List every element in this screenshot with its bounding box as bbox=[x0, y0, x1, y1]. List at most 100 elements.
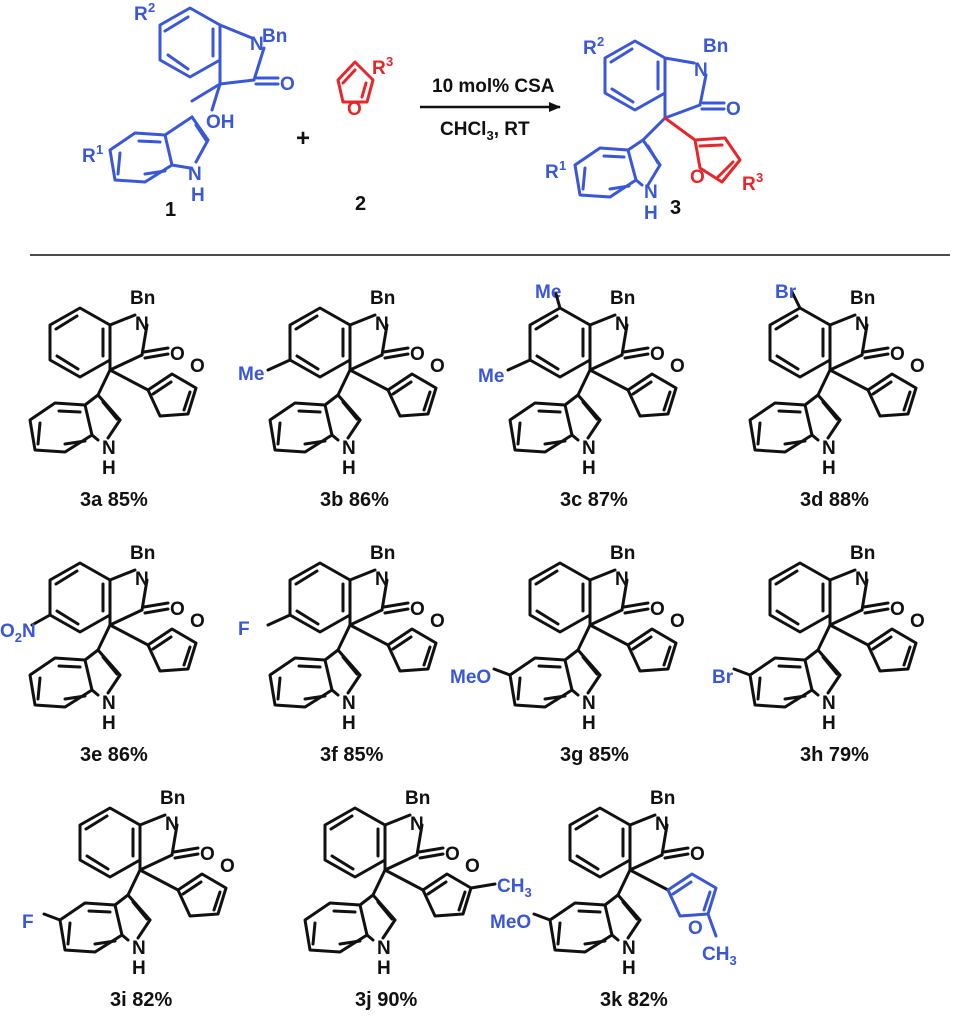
compound-caption: 3h 79% bbox=[800, 744, 869, 766]
methyl-label: CH3 bbox=[497, 876, 532, 900]
substituent-label: Br bbox=[775, 282, 797, 303]
compound-caption: 3k 82% bbox=[600, 989, 668, 1011]
indole-n-label: N bbox=[377, 938, 391, 959]
product-number: 3 bbox=[670, 197, 681, 219]
reactant-1: R 2 N Bn O OH R 1 N H 1 bbox=[82, 0, 295, 221]
indole-h-label: H bbox=[342, 458, 356, 479]
oxindole-n-label: N bbox=[375, 314, 389, 335]
benzyl-label: Bn bbox=[262, 26, 287, 47]
product-carbonyl-o: O bbox=[726, 99, 741, 120]
carbonyl-o-label: O bbox=[890, 599, 905, 620]
indole-n-label: N bbox=[582, 438, 596, 459]
product-r3-superscript: 3 bbox=[756, 170, 763, 185]
indole-n-label: N bbox=[188, 164, 202, 185]
furan-o-label: O bbox=[670, 611, 685, 632]
substituent-label: MeO bbox=[450, 667, 491, 688]
compound-caption: 3d 88% bbox=[800, 489, 869, 511]
compound-caption: 3i 82% bbox=[110, 989, 172, 1011]
product-r3-label: R bbox=[742, 174, 756, 195]
reaction-conditions: 10 mol% CSA CHCl3, RT bbox=[420, 76, 561, 143]
furan-o-label: O bbox=[347, 99, 362, 120]
product-r2-superscript: 2 bbox=[597, 34, 604, 49]
r3-label: R bbox=[372, 58, 386, 79]
indole-h-label: H bbox=[377, 958, 391, 979]
indole-h-label: H bbox=[342, 713, 356, 734]
product-r1-superscript: 1 bbox=[559, 158, 566, 173]
substituent-label: F bbox=[238, 619, 250, 640]
furan-o-label: O bbox=[190, 611, 205, 632]
benzyl-label: Bn bbox=[610, 543, 635, 564]
r2-superscript: 2 bbox=[148, 0, 155, 15]
indole-h-label: H bbox=[582, 713, 596, 734]
product-indole-n: N bbox=[644, 182, 658, 203]
furan-o-label: O bbox=[910, 356, 925, 377]
substituent-label: F bbox=[22, 912, 34, 933]
oxindole-n-label: N bbox=[855, 569, 869, 590]
solvent-text: CHCl3, RT bbox=[440, 119, 530, 143]
benzyl-label: Bn bbox=[160, 788, 185, 809]
indole-n-label: N bbox=[822, 693, 836, 714]
oxindole-n-label: N bbox=[250, 34, 264, 55]
oxindole-n-label: N bbox=[615, 314, 629, 335]
indole-n-label: N bbox=[102, 438, 116, 459]
substituent-label: Me bbox=[238, 364, 264, 385]
furan-o-label: O bbox=[220, 856, 235, 877]
indole-h-label: H bbox=[582, 458, 596, 479]
carbonyl-o-label: O bbox=[650, 344, 665, 365]
compound-caption: 3a 85% bbox=[80, 489, 148, 511]
benzyl-label: Bn bbox=[130, 543, 155, 564]
furan-o-label: O bbox=[190, 356, 205, 377]
indole-h-label: H bbox=[822, 713, 836, 734]
carbonyl-o-label: O bbox=[650, 599, 665, 620]
carbonyl-o-label: O bbox=[170, 344, 185, 365]
furan-o-label: O bbox=[910, 611, 925, 632]
compound-caption: 3f 85% bbox=[320, 744, 384, 766]
oxindole-n-label: N bbox=[655, 814, 669, 835]
furan-o-label: O bbox=[430, 356, 445, 377]
compound-caption: 3e 86% bbox=[80, 744, 148, 766]
substituent-label: Br bbox=[712, 667, 734, 688]
carbonyl-o-label: O bbox=[410, 599, 425, 620]
benzyl-label: Bn bbox=[610, 288, 635, 309]
r2-label: R bbox=[134, 4, 148, 25]
furan-o-label: O bbox=[688, 918, 703, 939]
product-furan-o: O bbox=[690, 167, 705, 188]
benzyl-label: Bn bbox=[650, 788, 675, 809]
benzyl-label: Bn bbox=[405, 788, 430, 809]
oxindole-n-label: N bbox=[135, 569, 149, 590]
oxindole-n-label: N bbox=[375, 569, 389, 590]
product-indole-h: H bbox=[644, 203, 658, 224]
indole-n-label: N bbox=[342, 693, 356, 714]
indole-n-label: N bbox=[342, 438, 356, 459]
compound-caption: 3b 86% bbox=[320, 489, 389, 511]
carbonyl-o-label: O bbox=[170, 599, 185, 620]
nitro-label: O2N bbox=[0, 621, 36, 645]
product-3: R 2 N Bn O O R 3 R 1 N H 3 bbox=[545, 34, 763, 224]
oxindole-n-label: N bbox=[135, 314, 149, 335]
compound-caption: 3j 90% bbox=[355, 989, 417, 1011]
carbonyl-o-label: O bbox=[690, 844, 705, 865]
carbonyl-o-label: O bbox=[410, 344, 425, 365]
carbonyl-o-label: O bbox=[200, 844, 215, 865]
compound-caption: 3c 87% bbox=[560, 489, 628, 511]
product-benzyl-label: Bn bbox=[703, 36, 728, 57]
indole-n-label: N bbox=[102, 693, 116, 714]
benzyl-label: Bn bbox=[850, 543, 875, 564]
oxindole-n-label: N bbox=[615, 569, 629, 590]
r1-label: R bbox=[82, 146, 96, 167]
carbonyl-o-label: O bbox=[445, 844, 460, 865]
oxindole-n-label: N bbox=[165, 814, 179, 835]
oxindole-n-label: N bbox=[855, 314, 869, 335]
indole-h-label: H bbox=[132, 958, 146, 979]
